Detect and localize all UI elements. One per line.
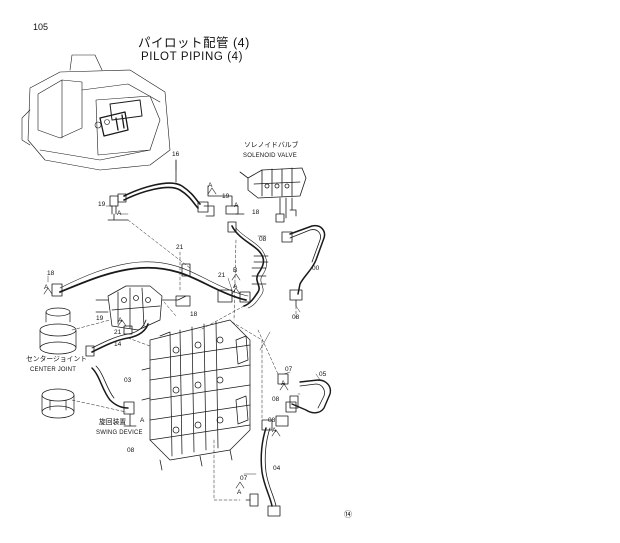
part-number-label: 08 <box>127 447 135 454</box>
part-number-label: 04 <box>273 465 281 472</box>
section-marker-a: A <box>237 489 242 496</box>
part-number-label: 19 <box>98 201 106 208</box>
pipe-04 <box>260 419 281 517</box>
excavator-overview-sketch <box>21 54 171 171</box>
hose-14 <box>85 319 149 357</box>
hose-16 <box>117 159 209 213</box>
title-japanese: パイロット配管 (4) <box>138 36 250 50</box>
hose-coil-b <box>227 221 269 309</box>
section-marker-b: B <box>233 267 238 274</box>
part-number-label: 03 <box>124 377 132 384</box>
adapter-fittings-top <box>107 185 245 221</box>
swing-device-label-jp: 旋回装置 <box>99 419 127 426</box>
part-number-label: 08 <box>272 396 280 403</box>
fittings-right <box>245 373 297 507</box>
hose-21-long <box>51 261 251 303</box>
pilot-block-upper <box>95 285 191 331</box>
leader-lines-solid <box>47 159 321 475</box>
part-number-label: 19 <box>222 193 230 200</box>
center-joint-label-en: CENTER JOINT <box>30 367 77 373</box>
part-number-label: 21 <box>114 329 122 336</box>
solenoid-valve-label-jp: ソレノイドバルブ <box>244 142 299 149</box>
section-marker-a: A <box>233 283 238 290</box>
page-number: 105 <box>33 22 49 32</box>
pipe-00 <box>281 224 326 307</box>
leader-lines <box>71 219 297 501</box>
section-marker-a: A <box>118 317 123 324</box>
part-number-label: 08 <box>259 236 267 243</box>
section-marker-a: A <box>44 284 49 291</box>
solenoid-valve-label-en: SOLENOID VALVE <box>243 153 297 159</box>
part-number-label: 21 <box>218 272 226 279</box>
part-number-label: 18 <box>252 209 260 216</box>
part-number-label: 14 <box>114 341 122 348</box>
section-marker-arrows <box>43 187 289 489</box>
center-joint <box>39 307 77 419</box>
solenoid-valve <box>239 167 307 223</box>
section-marker-a: A <box>272 427 277 434</box>
section-marker-a: A <box>208 182 213 189</box>
part-number-label: 00 <box>312 265 320 272</box>
title-english: PILOT PIPING (4) <box>141 51 244 63</box>
part-number-label: 07 <box>240 475 248 482</box>
part-number-label: 05 <box>319 371 327 378</box>
pipe-03 <box>91 365 137 427</box>
part-number-label: 18 <box>190 311 198 318</box>
part-number-label: 08 <box>268 417 276 424</box>
control-valve-assembly <box>141 319 251 471</box>
section-marker-a: A <box>117 210 122 217</box>
part-number-label: 16 <box>172 151 180 158</box>
pipe-05 <box>289 379 332 414</box>
page-stamp: ⑭ <box>344 510 352 519</box>
section-marker-a: A <box>140 417 145 424</box>
part-number-label: 18 <box>47 270 55 277</box>
section-marker-a: A <box>234 202 239 209</box>
part-number-label: 08 <box>292 314 300 321</box>
center-joint-label-jp: センタージョイント <box>26 356 88 363</box>
part-number-label: 19 <box>96 315 104 322</box>
part-number-label: 21 <box>176 244 184 251</box>
part-number-label: 07 <box>285 366 293 373</box>
swing-device-label-en: SWING DEVICE <box>96 430 143 436</box>
section-marker-a: A <box>281 380 286 387</box>
